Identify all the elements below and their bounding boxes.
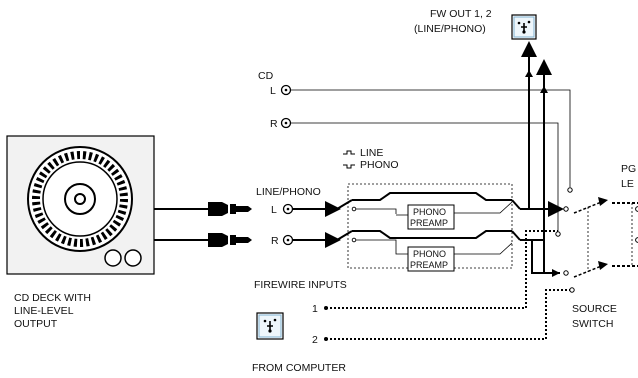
firewire-input-2-label: 2 <box>312 334 318 346</box>
phono-preamp-bottom-label-2: PREAMP <box>410 260 448 270</box>
line-phono-l-label: L <box>271 204 277 216</box>
rca-cable-left <box>154 202 252 216</box>
line-phono-l-jack <box>282 203 294 215</box>
legend-line-label: LINE <box>360 147 383 159</box>
cd-r-wire <box>291 122 559 231</box>
switch-legend: LINE PHONO <box>343 147 399 171</box>
cd-r-jack <box>280 117 292 129</box>
cd-knob-left <box>104 249 122 267</box>
fw-out-label-2: (LINE/PHONO) <box>414 23 486 35</box>
source-label-partial: SOURCE <box>572 303 617 315</box>
pg-label-partial: PG <box>621 163 636 175</box>
source-switch-l <box>573 200 605 214</box>
fw-out-arrow-1b <box>525 70 533 77</box>
cd-deck-label-1: CD DECK WITH <box>14 292 91 304</box>
cd-title: CD <box>258 70 274 82</box>
line-path-l <box>352 192 512 201</box>
firewire-input-1-label: 1 <box>312 303 318 315</box>
fw-out-arrow-2b <box>540 86 548 93</box>
cd-deck-label-2: LINE-LEVEL <box>14 305 74 317</box>
phono-preamp-top-label-1: PHONO <box>413 207 446 217</box>
source-switch-r <box>573 264 605 278</box>
switch-label-partial: SWITCH <box>572 318 613 330</box>
cd-l-jack <box>280 84 292 96</box>
cd-platter-dots <box>32 151 128 247</box>
firewire-inputs-title: FIREWIRE INPUTS <box>254 279 347 291</box>
phono-preamp-top-label-2: PREAMP <box>410 218 448 228</box>
line-phono-r-jack <box>282 234 294 246</box>
legend-phono-label: PHONO <box>360 159 399 171</box>
phono-preamp-bottom-label-1: PHONO <box>413 249 446 259</box>
line-phono-title: LINE/PHONO <box>256 186 321 198</box>
cd-l-label: L <box>270 85 276 97</box>
cd-spindle <box>74 193 86 205</box>
le-label-partial: LE <box>621 178 634 190</box>
cd-knob-right <box>124 249 142 267</box>
phono-preamp-bottom <box>407 246 455 272</box>
from-computer-label: FROM COMPUTER <box>252 362 346 374</box>
fw-out-firewire-icon <box>511 14 537 40</box>
line-phono-r-label: R <box>271 235 279 247</box>
phono-preamp-top <box>407 204 455 230</box>
fw-out-label-1: FW OUT 1, 2 <box>430 8 492 20</box>
fw-input-1-wire <box>326 230 558 309</box>
rca-cable-right <box>154 233 252 247</box>
line-path-r <box>352 230 512 239</box>
fw-input-2-wire <box>326 289 570 340</box>
cd-r-label: R <box>270 118 278 130</box>
out-r-wire <box>520 239 560 274</box>
firewire-inputs-icon <box>256 312 284 340</box>
cd-deck <box>6 135 155 275</box>
cd-deck-label-3: OUTPUT <box>14 318 58 330</box>
cd-l-wire <box>291 89 571 187</box>
